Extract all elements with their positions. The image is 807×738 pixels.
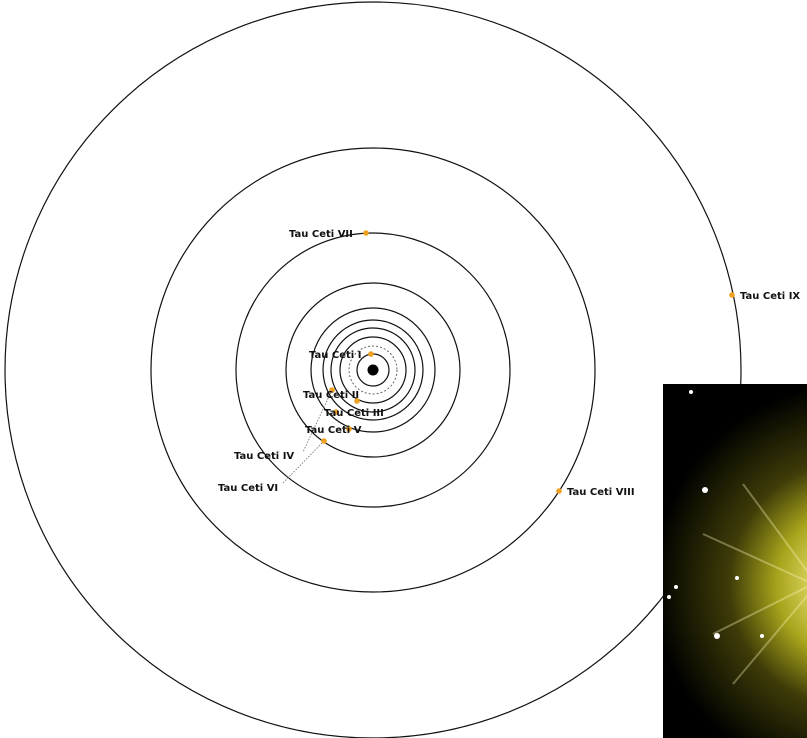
label-tau-ceti-ix: Tau Ceti IX (740, 291, 800, 302)
star-dot (367, 364, 379, 376)
orbit-vii (235, 232, 511, 508)
star-glow-image (663, 384, 807, 738)
label-tau-ceti-i: Tau Ceti I (309, 350, 361, 361)
label-tau-ceti-ii: Tau Ceti II (303, 390, 359, 401)
orbit-iv (322, 319, 424, 421)
orbit-iii (330, 327, 416, 413)
planet-iv (329, 387, 335, 393)
leader-line-vi (281, 440, 325, 485)
label-tau-ceti-vii: Tau Ceti VII (289, 229, 353, 240)
planet-vii (363, 230, 369, 236)
orbit-vi (285, 282, 461, 458)
label-tau-ceti-iii: Tau Ceti III (324, 408, 384, 419)
orbit-viii (150, 147, 596, 593)
label-tau-ceti-v: Tau Ceti V (305, 425, 362, 436)
star-glow-photo (663, 384, 807, 738)
label-tau-ceti-iv: Tau Ceti IV (234, 451, 294, 462)
planet-viii (556, 488, 562, 494)
orbit-v (310, 307, 436, 433)
planet-ix (729, 292, 735, 298)
label-tau-ceti-vi: Tau Ceti VI (218, 483, 278, 494)
planet-iii (333, 409, 339, 415)
orbit-ii (339, 336, 407, 404)
habitable-zone-ring (348, 345, 398, 395)
planet-vi (321, 438, 327, 444)
label-tau-ceti-viii: Tau Ceti VIII (567, 487, 635, 498)
orbit-ix (4, 1, 742, 738)
planet-i (368, 351, 374, 357)
leader-line-iv (302, 389, 333, 453)
planet-ii (354, 398, 360, 404)
planet-v (346, 426, 352, 432)
